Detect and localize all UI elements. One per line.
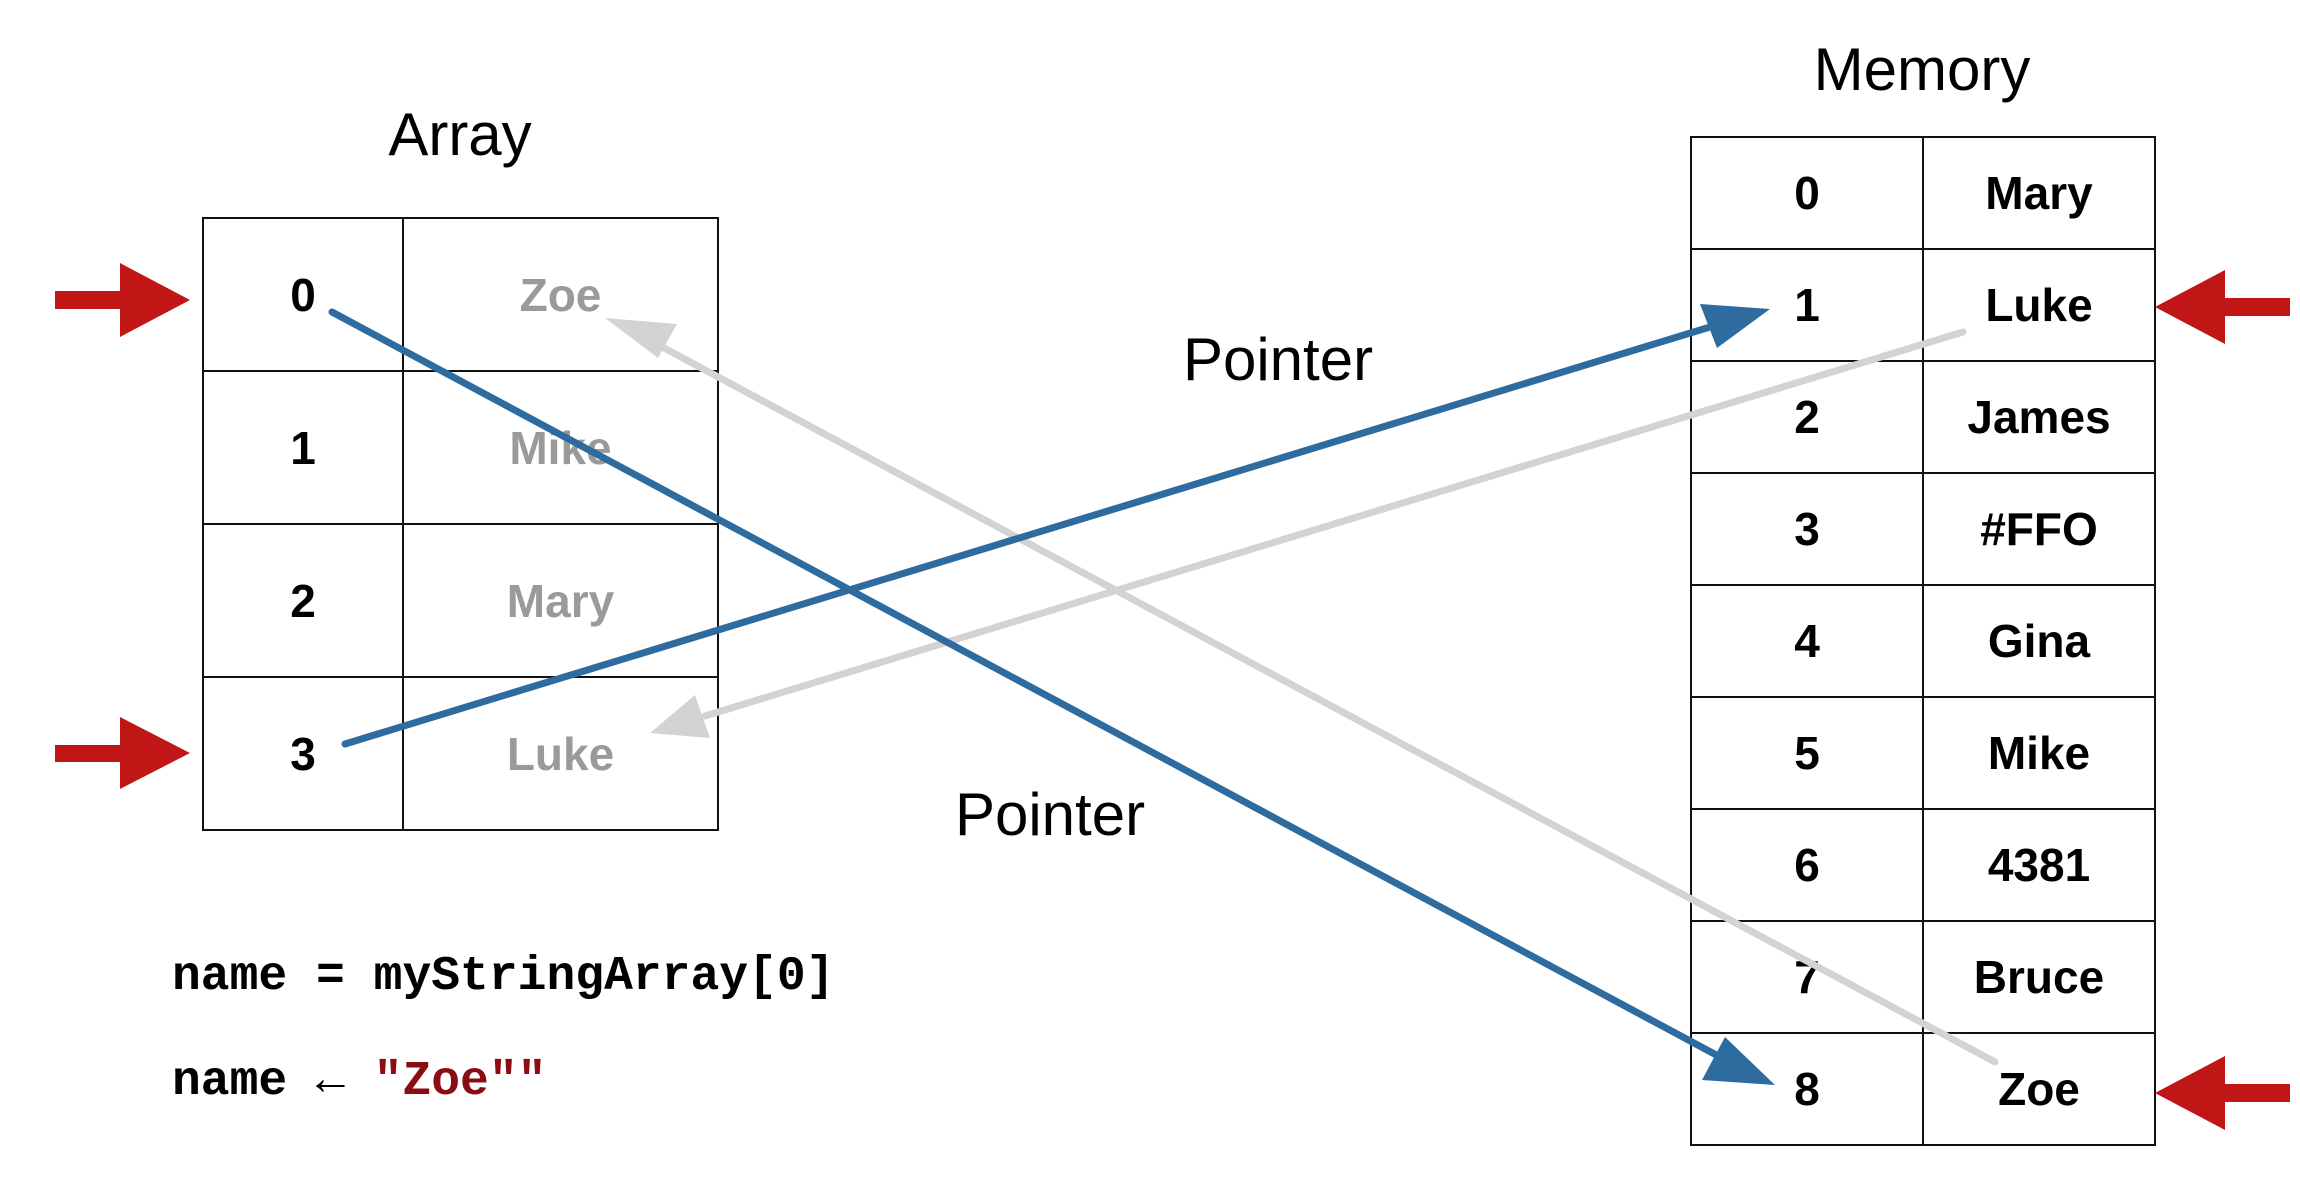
memory-row: 8 Zoe	[1690, 1032, 2156, 1146]
memory-address-cell: 0	[1690, 136, 1924, 250]
code-line-result: name ← "Zoe""	[172, 1055, 546, 1109]
array-row: 3 Luke	[202, 676, 719, 831]
memory-value-cell: James	[1922, 360, 2156, 474]
marker-arrow-array-3	[55, 717, 190, 789]
memory-address-cell: 2	[1690, 360, 1924, 474]
pointer-label-bottom: Pointer	[954, 781, 1146, 848]
memory-address-cell: 1	[1690, 248, 1924, 362]
array-value-cell: Mike	[402, 370, 719, 525]
array-row: 1 Mike	[202, 370, 719, 525]
memory-value-cell: Zoe	[1922, 1032, 2156, 1146]
memory-value-cell: Mike	[1922, 696, 2156, 810]
array-index-cell: 2	[202, 523, 404, 678]
memory-value-cell: 4381	[1922, 808, 2156, 922]
memory-row: 0 Mary	[1690, 136, 2156, 250]
memory-address-cell: 7	[1690, 920, 1924, 1034]
marker-arrow-memory-8	[2155, 1056, 2290, 1130]
array-value-cell: Zoe	[402, 217, 719, 372]
memory-value-cell: Mary	[1922, 136, 2156, 250]
memory-address-cell: 8	[1690, 1032, 1924, 1146]
memory-row: 1 Luke	[1690, 248, 2156, 362]
array-index-cell: 1	[202, 370, 404, 525]
array-index-cell: 3	[202, 676, 404, 831]
memory-value-cell: Luke	[1922, 248, 2156, 362]
memory-row: 7 Bruce	[1690, 920, 2156, 1034]
memory-row: 2 James	[1690, 360, 2156, 474]
memory-title: Memory	[1813, 36, 2031, 103]
memory-row: 4 Gina	[1690, 584, 2156, 698]
memory-address-cell: 5	[1690, 696, 1924, 810]
pointer-label-top: Pointer	[1182, 326, 1374, 393]
array-value-cell: Luke	[402, 676, 719, 831]
memory-value-cell: Gina	[1922, 584, 2156, 698]
array-value-cell: Mary	[402, 523, 719, 678]
memory-value-cell: #FFO	[1922, 472, 2156, 586]
memory-row: 3 #FFO	[1690, 472, 2156, 586]
memory-address-cell: 3	[1690, 472, 1924, 586]
code-result-prefix: name ←	[172, 1055, 374, 1109]
memory-value-cell: Bruce	[1922, 920, 2156, 1034]
memory-row: 5 Mike	[1690, 696, 2156, 810]
array-row: 2 Mary	[202, 523, 719, 678]
array-row: 0 Zoe	[202, 217, 719, 372]
array-index-cell: 0	[202, 217, 404, 372]
memory-table: 0 Mary 1 Luke 2 James 3 #FFO 4 Gina 5 Mi…	[1690, 136, 2156, 1146]
code-string-literal: "Zoe""	[373, 1055, 547, 1109]
code-line-assignment: name = myStringArray[0]	[172, 950, 835, 1004]
memory-row: 6 4381	[1690, 808, 2156, 922]
array-title: Array	[388, 101, 532, 168]
array-table: 0 Zoe 1 Mike 2 Mary 3 Luke	[202, 217, 719, 831]
marker-arrow-memory-1	[2155, 270, 2290, 344]
marker-arrow-array-0	[55, 263, 190, 337]
memory-address-cell: 6	[1690, 808, 1924, 922]
memory-address-cell: 4	[1690, 584, 1924, 698]
